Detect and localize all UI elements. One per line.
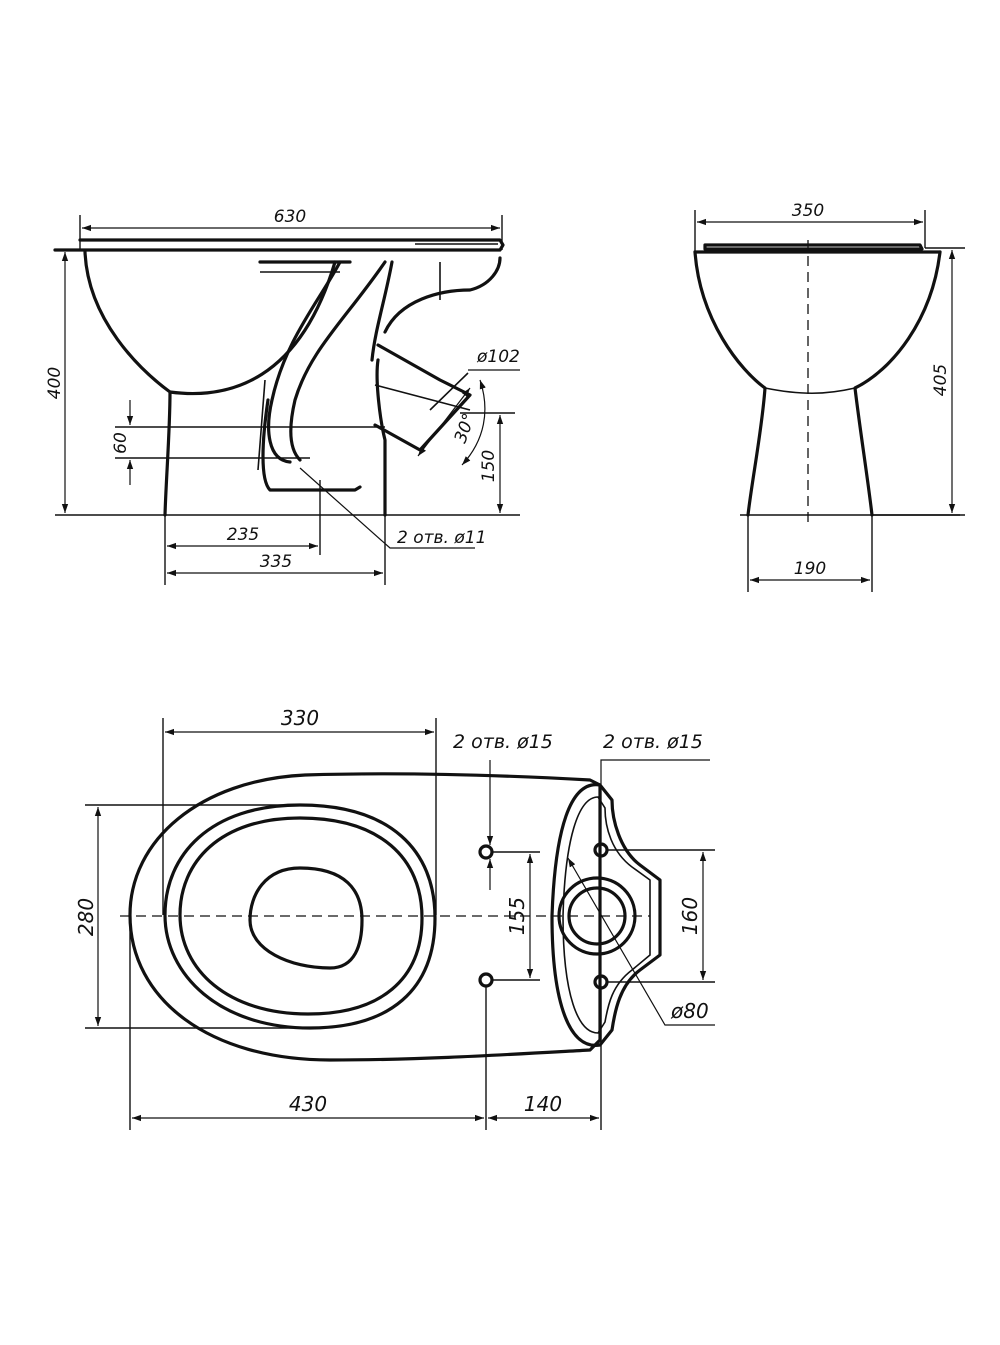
front-right-profile bbox=[853, 250, 942, 517]
leader-inlet-diameter bbox=[567, 857, 715, 1026]
top-tank-platform-inner bbox=[562, 796, 651, 1034]
side-trap-curve-2 bbox=[289, 260, 387, 462]
side-base-inner bbox=[261, 398, 362, 492]
dim-front-base-width: 190 bbox=[794, 559, 826, 579]
dim-overall-length: 630 bbox=[274, 207, 306, 227]
top-floor-hole-upper bbox=[478, 844, 494, 860]
top-inlet-outer bbox=[557, 876, 637, 956]
side-inner-line bbox=[257, 379, 266, 471]
dim-front-width: 350 bbox=[792, 201, 824, 221]
side-trap-back bbox=[370, 260, 394, 362]
dim-tank-holes-spacing: 160 bbox=[678, 897, 702, 935]
dim-to-bolt: 235 bbox=[227, 525, 259, 545]
top-bowl-opening bbox=[248, 866, 364, 970]
dim-inlet-diameter: ø80 bbox=[670, 999, 709, 1023]
dim-outlet-diameter: ø102 bbox=[476, 347, 520, 367]
label-floor-holes: 2 отв. ø15 bbox=[453, 731, 553, 753]
side-back-curve bbox=[383, 256, 502, 334]
front-view: 350 405 190 bbox=[693, 201, 965, 592]
label-bolt-holes: 2 отв. ø11 bbox=[397, 528, 486, 548]
leader-bolt-holes bbox=[299, 467, 475, 549]
top-outer-body bbox=[128, 772, 602, 1062]
side-seat-outline bbox=[53, 238, 505, 252]
dim-floor-holes-spacing: 155 bbox=[505, 897, 529, 935]
leader-tank-holes bbox=[600, 759, 710, 842]
top-seat-ring-inner bbox=[178, 816, 424, 1016]
dim-front-height: 405 bbox=[931, 364, 951, 396]
front-seat-outline bbox=[703, 243, 924, 251]
top-floor-hole-lower bbox=[478, 972, 494, 988]
top-inlet-inner bbox=[567, 886, 627, 946]
dim-between-holes: 140 bbox=[524, 1092, 562, 1116]
dim-bowl-length: 330 bbox=[281, 706, 319, 730]
dim-top-width: 280 bbox=[74, 898, 98, 936]
side-base-rear bbox=[375, 358, 387, 517]
dim-to-holes: 430 bbox=[289, 1092, 327, 1116]
dim-height: 400 bbox=[45, 367, 65, 399]
dim-outlet-height: 150 bbox=[479, 450, 499, 482]
top-view: 330 280 2 отв. ø15 155 2 отв. ø15 160 ø8… bbox=[74, 706, 715, 1130]
front-left-profile bbox=[693, 250, 767, 517]
dim-outlet-angle: 30° bbox=[451, 411, 480, 446]
top-tank-platform bbox=[550, 783, 662, 1047]
side-bowl-inner-curve bbox=[168, 260, 337, 396]
front-neck bbox=[764, 387, 856, 395]
side-bowl-front-profile bbox=[83, 250, 172, 517]
side-trap-curve bbox=[267, 260, 342, 464]
dim-base-length: 335 bbox=[260, 552, 292, 572]
label-tank-holes: 2 отв. ø15 bbox=[603, 731, 703, 753]
dim-inlet-height: 60 bbox=[111, 432, 131, 454]
arc-outlet-angle bbox=[461, 379, 486, 466]
side-view: 630 400 60 235 335 2 отв. ø11 ø102 30° 1 bbox=[45, 207, 520, 585]
